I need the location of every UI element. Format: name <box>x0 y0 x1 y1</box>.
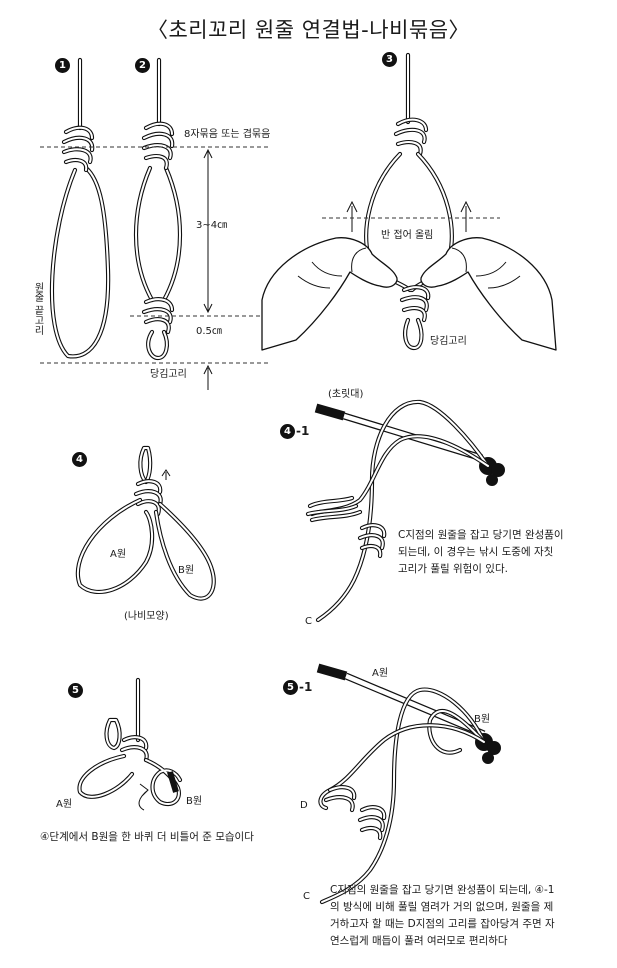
step2-knot-label: 8자묶음 또는 겹묶음 <box>184 129 271 140</box>
step5-1-d-label: D <box>300 800 308 811</box>
step4-drawing <box>75 445 216 601</box>
step2-gap-label: 3~4㎝ <box>196 220 228 231</box>
step1-loop-drawing <box>49 57 111 359</box>
step4-1-suffix: -1 <box>296 424 310 438</box>
step3-pull-label: 당김고리 <box>430 336 467 347</box>
step5-number-badge: 5 <box>68 683 83 698</box>
step5-1-number-badge: 5 <box>283 680 298 695</box>
step4-1-drawing <box>305 399 505 623</box>
step5-b-label: B원 <box>186 796 203 807</box>
step4-1-note-line: 되는데, 이 경우는 낚시 도중에 자칫 <box>398 546 554 558</box>
step5-1-suffix: -1 <box>299 680 313 694</box>
step5-1-c-label: C <box>303 891 310 902</box>
step3-number-badge: 3 <box>382 52 397 67</box>
step5-note: ④단계에서 B원을 한 바퀴 더 비틀어 준 모습이다 <box>40 831 254 843</box>
step5-a-label: A원 <box>56 799 73 810</box>
step3-fold-label: 반 접어 올림 <box>381 230 434 241</box>
step5-1-note-line: 거하고자 할 때는 D지점의 고리를 잡아당겨 주면 자 <box>330 918 555 930</box>
step4-1-rod-label: (초릿대) <box>328 389 364 400</box>
step3-drawing <box>261 52 557 351</box>
step5-1-note-line: 연스럽게 매듭이 풀려 여러모로 편리하다 <box>330 935 508 947</box>
step4-1-note-line: C지점의 원줄을 잡고 당기면 완성품이 <box>398 529 564 541</box>
step4-1-note-line: 고리가 풀릴 위험이 있다. <box>398 563 508 575</box>
step5-1-note-line: C지점의 원줄을 잡고 당기면 완성품이 되는데, ④-1 <box>330 884 555 896</box>
step4-1-c-label: C <box>305 616 312 627</box>
step5-1-note-line: 의 방식에 비해 풀릴 염려가 거의 없으며, 원줄을 제 <box>330 901 554 913</box>
step2-loop-drawing <box>133 57 183 361</box>
step5-1-b-label: B원 <box>474 714 491 725</box>
step1-side-label: 원줄 끝고리 <box>32 282 43 336</box>
step4-1-number-badge: 4 <box>280 424 295 439</box>
step5-drawing <box>77 677 183 811</box>
step4-caption: (나비모양) <box>124 611 169 622</box>
step2-number-badge: 2 <box>135 58 150 73</box>
step4-b-label: B원 <box>178 565 195 576</box>
step2-small-gap-label: 0.5㎝ <box>196 326 222 337</box>
step5-1-a-label: A원 <box>372 668 389 679</box>
step2-bottom-label: 당김고리 <box>150 369 187 380</box>
step5-1-note: C지점의 원줄을 잡고 당기면 완성품이 되는데, ④-1 의 방식에 비해 풀… <box>330 882 555 950</box>
page-title: 〈초리꼬리 원줄 연결법-나비묶음〉 <box>146 18 471 42</box>
step4-a-label: A원 <box>110 549 127 560</box>
step5-1-drawing <box>316 663 501 905</box>
step4-1-note: C지점의 원줄을 잡고 당기면 완성품이 되는데, 이 경우는 낚시 도중에 자… <box>398 527 564 578</box>
step4-number-badge: 4 <box>72 452 87 467</box>
step1-number-badge: 1 <box>55 58 70 73</box>
